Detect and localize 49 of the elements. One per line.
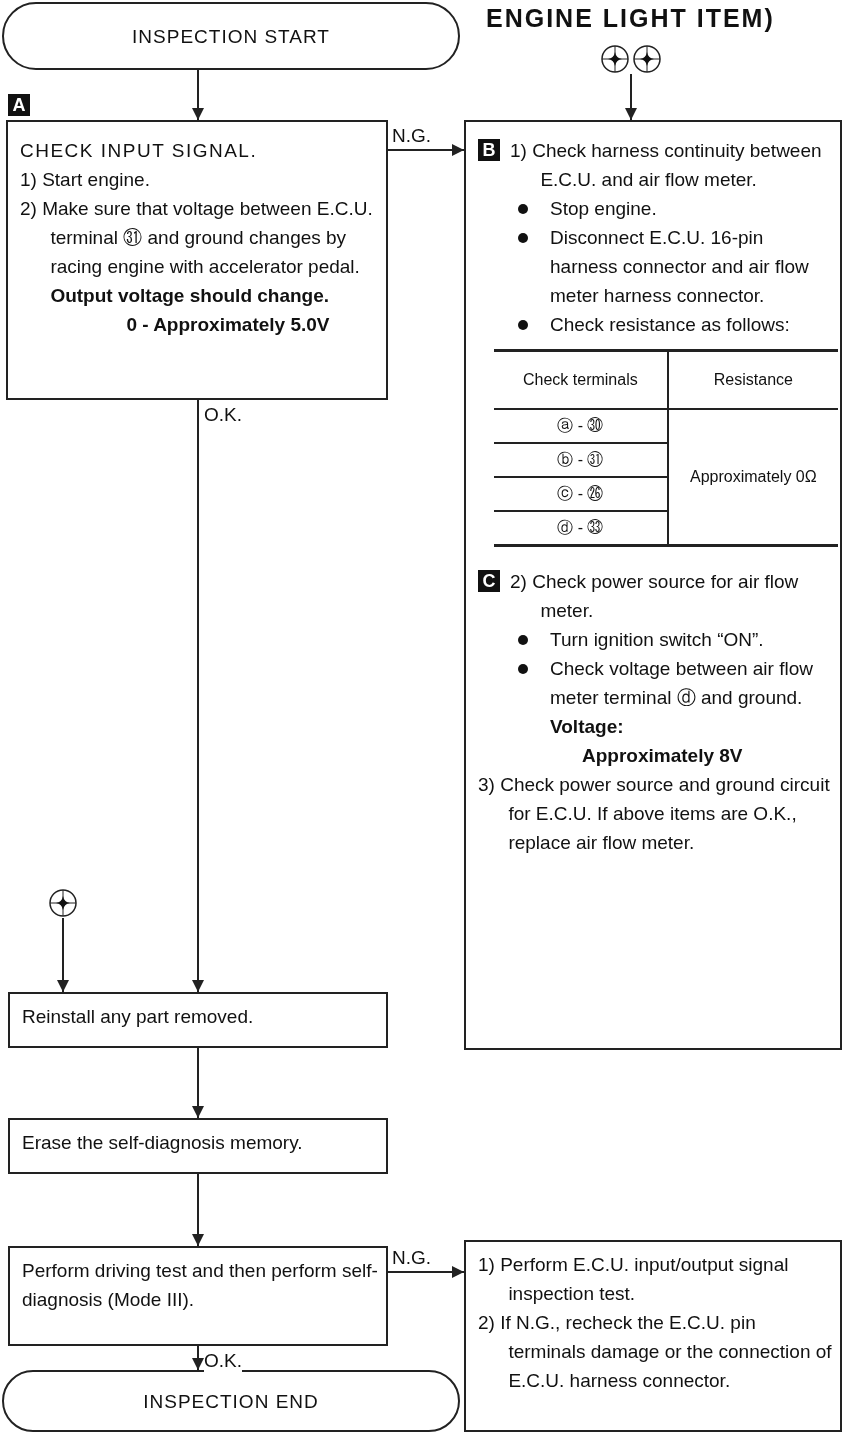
bullet-item: Check resistance as follows:: [478, 310, 832, 339]
terminal-pair: ⓒ - ㉖: [494, 477, 668, 511]
page-title: ENGINE LIGHT ITEM): [486, 4, 775, 33]
step-text: Erase the self-diagnosis memory.: [22, 1131, 304, 1155]
bullet-item: Disconnect E.C.U. 16-pin harness connector and air flow meter harness connector.: [478, 223, 832, 310]
step-text: Perform driving test and then perform self-diagnosis (Mode III).: [22, 1259, 378, 1312]
numbered-step: 1) Start engine.: [20, 165, 378, 194]
numbered-step: 2) Make sure that voltage between E.C.U. terminal ㉛ and ground changes by racing engine with accelerator pedal.: [20, 194, 378, 281]
terminal-pair: ⓑ - ㉛: [494, 443, 668, 477]
arrow: [387, 144, 465, 156]
star-circle-icon: [48, 888, 78, 918]
step-text: Reinstall any part removed.: [22, 1005, 255, 1029]
section-marker: C: [478, 570, 500, 592]
process-box: [464, 120, 842, 1050]
terminal-pair: ⓐ - ㉚: [494, 409, 668, 443]
arrow: [387, 1266, 465, 1278]
arrow: [192, 399, 204, 993]
resistance-value: Approximately 0Ω: [667, 409, 838, 546]
arrow: [57, 917, 69, 993]
terminal-label: INSPECTION START: [131, 24, 331, 49]
spec-value: 0 - Approximately 5.0V: [125, 313, 331, 337]
bullet-item: Turn ignition switch “ON”.: [478, 625, 832, 654]
bullet-item: Stop engine.: [478, 194, 832, 223]
arrow: [192, 1173, 204, 1247]
terminal-label: INSPECTION END: [142, 1389, 320, 1414]
process-box: [464, 1240, 842, 1432]
process-box: [8, 1246, 388, 1346]
section-marker: B: [478, 139, 500, 161]
section-marker: A: [8, 94, 30, 116]
spec-value: Approximately 8V: [581, 744, 744, 768]
column-header: Resistance: [667, 350, 838, 409]
arrow: [192, 69, 204, 121]
spec-text: Output voltage should change.: [49, 284, 331, 308]
column-header: Check terminals: [494, 350, 668, 409]
terminal-pair: ⓓ - ㉝: [494, 511, 668, 546]
process-box: [8, 1118, 388, 1174]
numbered-step: 1) Check harness continuity between E.C.U. and air flow meter.: [510, 136, 832, 194]
step-heading: CHECK INPUT SIGNAL.: [20, 139, 259, 163]
process-box: [8, 992, 388, 1048]
arrow: [192, 1047, 204, 1119]
numbered-step: 3) Check power source and ground circuit for E.C.U. If above items are O.K., replace air flow meter.: [478, 770, 832, 857]
arrow: [625, 73, 637, 121]
arrow: [192, 1345, 204, 1371]
numbered-step: 1) Perform E.C.U. input/output signal inspection test.: [478, 1250, 832, 1308]
numbered-step: 2) Check power source for air flow meter.: [510, 567, 832, 625]
star-circle-pair-icon: [600, 44, 662, 74]
numbered-step: 2) If N.G., recheck the E.C.U. pin terminals damage or the connection of E.C.U. harness connector.: [478, 1308, 832, 1395]
spec-text: Voltage:: [549, 715, 625, 739]
bullet-item: Check voltage between air flow meter terminal ⓓ and ground.: [478, 654, 832, 712]
